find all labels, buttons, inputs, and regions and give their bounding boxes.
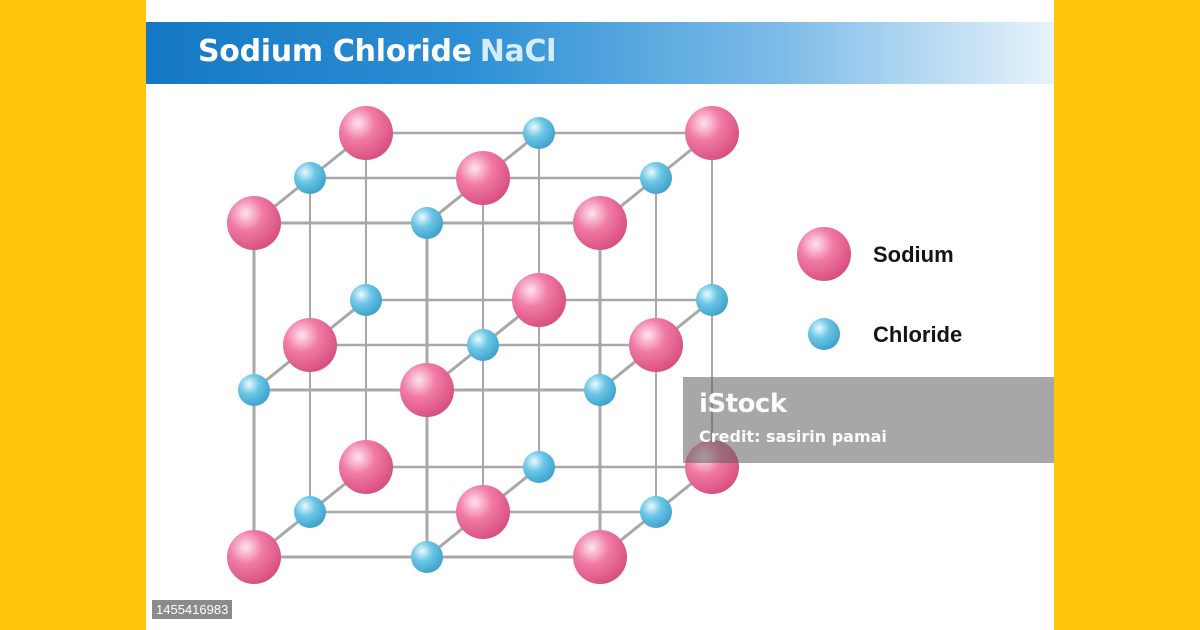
- sodium-atom: [573, 196, 627, 250]
- chloride-atom: [294, 162, 326, 194]
- chloride-atom: [584, 374, 616, 406]
- sodium-atom: [685, 106, 739, 160]
- chloride-atom: [523, 117, 555, 149]
- chloride-atom: [411, 541, 443, 573]
- chloride-atom: [523, 451, 555, 483]
- watermark-logo: iStock: [699, 389, 787, 419]
- chloride-atom: [640, 496, 672, 528]
- image-id-badge: 1455416983: [152, 600, 233, 619]
- sodium-atom-icon: [797, 227, 851, 281]
- sodium-atom: [512, 273, 566, 327]
- legend-atoms: [797, 227, 851, 350]
- title-formula: NaCl: [479, 34, 557, 69]
- watermark: iStock Credit: sasirin pamai: [683, 377, 1054, 463]
- chloride-atom-icon: [808, 318, 840, 350]
- sodium-atom: [339, 106, 393, 160]
- legend-label-chloride: Chloride: [873, 322, 963, 347]
- legend-label-sodium: Sodium: [873, 242, 954, 267]
- sodium-atom: [339, 440, 393, 494]
- chloride-atom: [696, 284, 728, 316]
- nacl-lattice-diagram: [227, 106, 851, 584]
- sodium-atom: [629, 318, 683, 372]
- sodium-atom: [283, 318, 337, 372]
- chloride-atom: [411, 207, 443, 239]
- chloride-atom: [640, 162, 672, 194]
- chloride-atom: [238, 374, 270, 406]
- watermark-credit: Credit: sasirin pamai: [699, 427, 887, 446]
- lattice-atoms: [227, 106, 739, 584]
- chloride-atom: [467, 329, 499, 361]
- title-main: Sodium Chloride: [198, 34, 472, 69]
- chloride-atom: [350, 284, 382, 316]
- sodium-atom: [400, 363, 454, 417]
- chloride-atom: [294, 496, 326, 528]
- sodium-atom: [573, 530, 627, 584]
- sodium-atom: [227, 196, 281, 250]
- sodium-atom: [456, 151, 510, 205]
- sodium-atom: [456, 485, 510, 539]
- sodium-atom: [227, 530, 281, 584]
